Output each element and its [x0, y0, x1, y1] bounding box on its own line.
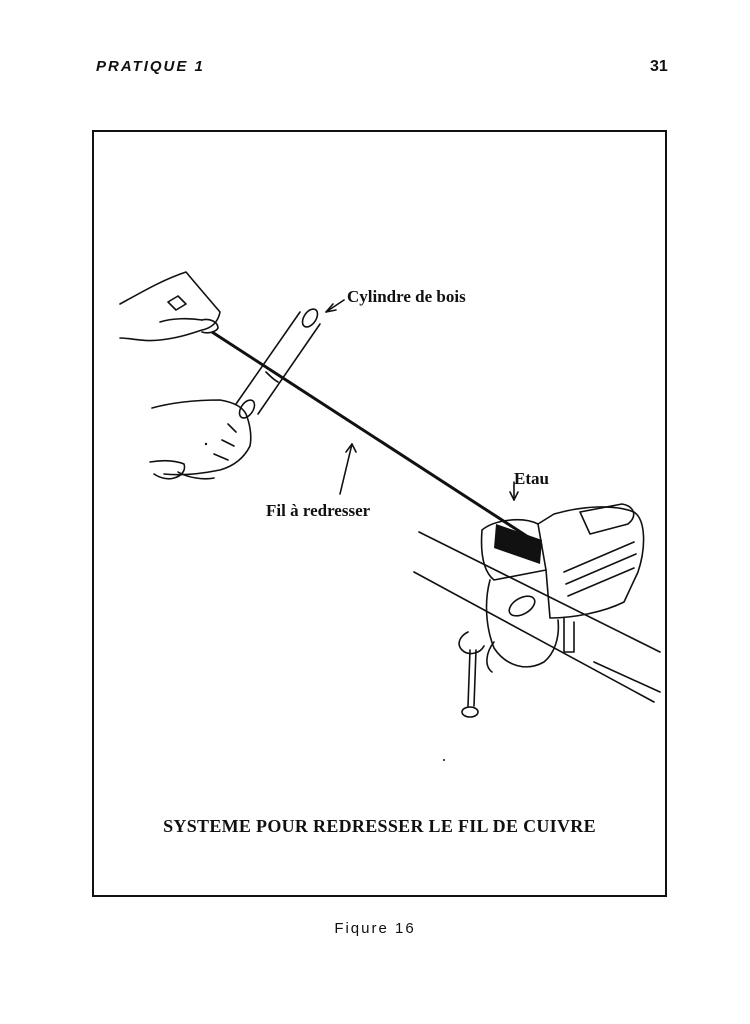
vise-label: Etau: [514, 469, 549, 488]
upper-hand-drawing: [119, 271, 221, 342]
copper-wire-line: [211, 330, 543, 548]
figure-number: Fiqure 16: [334, 920, 416, 937]
wire-leader-line: [339, 443, 353, 495]
wire-straightening-illustration: [119, 271, 661, 761]
lower-hand-drawing: [149, 399, 252, 480]
page-number: 31: [650, 58, 668, 75]
bench-edge-drawing: [418, 531, 661, 653]
cylinder-leader-line: [325, 299, 345, 313]
wire-label: Fil à redresser: [266, 501, 371, 520]
figure-caption: SYSTEME POUR REDRESSER LE FIL DE CUIVRE: [163, 816, 596, 836]
cylinder-label: Cylindre de bois: [347, 287, 466, 306]
wooden-cylinder-drawing: [235, 308, 321, 419]
vise-drawing: [458, 503, 645, 718]
running-header-section: PRATIQUE 1: [96, 58, 205, 75]
figure-frame: Cylindre de bois Etau Fil à redresser SY…: [92, 130, 667, 897]
